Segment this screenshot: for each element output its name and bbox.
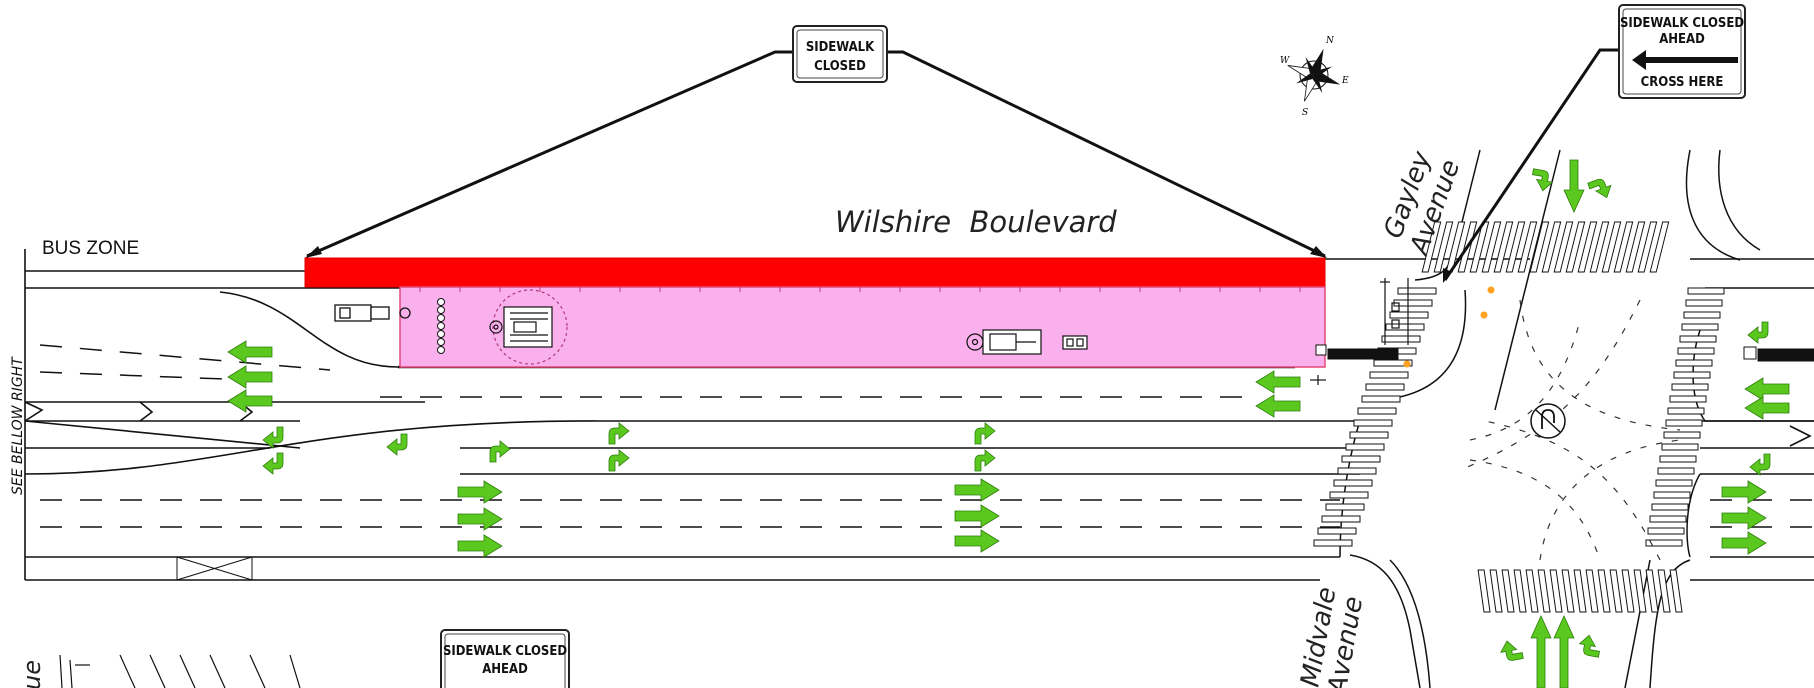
lane-arrow-icon <box>1721 531 1767 555</box>
turn-arrow-icon <box>974 449 996 472</box>
sign-line: SIDEWALK CLOSED <box>443 644 567 659</box>
sign-line: CROSS HERE <box>1641 75 1724 90</box>
cone-markers <box>1403 286 1495 368</box>
turn-arrow-icon <box>608 449 630 472</box>
turn-arrow-icon <box>1747 321 1769 344</box>
sign-sidewalk-closed-ahead-bottom: SIDEWALK CLOSED AHEAD <box>440 629 570 688</box>
barrel-column <box>437 298 445 354</box>
partial-parcel-lines <box>59 654 301 688</box>
lane-arrow-icon <box>954 478 1000 502</box>
turn-arrow-icon <box>489 440 511 463</box>
crosswalk-east <box>1645 287 1725 547</box>
lane-arrow-icon <box>954 529 1000 553</box>
sign-sidewalk-closed-ahead-cross-here: SIDEWALK CLOSED AHEAD CROSS HERE <box>1618 4 1746 99</box>
lane-arrow-icon <box>954 504 1000 528</box>
sign-line: AHEAD <box>1659 32 1705 47</box>
crosswalk-north <box>1421 221 1670 273</box>
side-note-text: SEE BELLOW RIGHT <box>10 356 26 495</box>
work-area-zone <box>399 286 1326 368</box>
barricade-east <box>1315 344 1814 362</box>
lane-arrow-icon <box>1255 394 1301 418</box>
sign-line: SIDEWALK <box>806 40 875 55</box>
lane-arrow-icon <box>457 534 503 558</box>
lane-arrow-icon <box>1255 370 1301 394</box>
arrow-left-icon <box>1632 50 1738 70</box>
sign-sidewalk-closed: SIDEWALK CLOSED <box>792 25 888 83</box>
lane-arrow-icon <box>227 340 273 364</box>
compass-south: S <box>1302 108 1308 118</box>
signpost-marks <box>1310 278 1409 385</box>
turn-arrow-icon <box>1577 633 1603 658</box>
lane-arrow-icon <box>227 365 273 389</box>
no-u-turn-icon <box>1530 403 1566 439</box>
delineator-ticks <box>419 287 1301 292</box>
turn-arrow-icon <box>608 422 630 445</box>
street-label-midvale: Midvale Avenue <box>1295 585 1369 688</box>
crosswalk-west <box>1313 287 1437 547</box>
turn-arrow-icon <box>974 422 996 445</box>
sign-line: SIDEWALK CLOSED <box>1620 16 1744 31</box>
turn-arrow-icon <box>1498 638 1524 663</box>
compass-north: N <box>1325 36 1335 46</box>
lane-arrow-icon <box>1744 377 1790 401</box>
callout-arrowheads <box>305 246 1452 283</box>
street-label-gayley: Gayley Avenue <box>1378 147 1466 260</box>
dashed-lane-lines <box>39 344 1814 528</box>
compass-rose-icon: N E S W <box>1280 36 1349 118</box>
sidewalk-closure-zone <box>304 257 1326 288</box>
turn-arrow-icon <box>1749 453 1771 476</box>
sign-line: CLOSED <box>814 59 866 74</box>
turn-arrow-icon <box>262 452 284 475</box>
bus-zone-label: BUS ZONE <box>42 238 139 259</box>
lane-arrows <box>227 340 1790 558</box>
truck-icon <box>334 304 411 322</box>
lane-arrow-icon <box>227 389 273 413</box>
turn-guide-lines <box>1459 299 1681 561</box>
compass-west: W <box>1280 56 1290 66</box>
crosswalk-south <box>1477 569 1683 613</box>
side-note: SEE BELLOW RIGHT <box>10 356 26 495</box>
excavator-icon <box>489 289 568 365</box>
sign-callout-lines <box>306 48 1620 281</box>
turn-arrow-icon <box>1587 175 1615 203</box>
roller-icon <box>966 329 1042 355</box>
lane-arrow-icon <box>1721 506 1767 530</box>
through-arrows-vertical <box>1530 159 1585 688</box>
sign-line: AHEAD <box>482 662 528 677</box>
small-vehicle-icon <box>1062 335 1088 350</box>
partial-street-label: ue <box>18 660 46 688</box>
street-label-wilshire: Wilshire Boulevard <box>835 205 1117 239</box>
partial-label-text: ue <box>18 660 46 688</box>
turn-arrow-icon <box>386 433 408 456</box>
compass-east: E <box>1341 76 1349 86</box>
catch-basin-icon <box>176 556 253 581</box>
lane-arrow-icon <box>1744 396 1790 420</box>
